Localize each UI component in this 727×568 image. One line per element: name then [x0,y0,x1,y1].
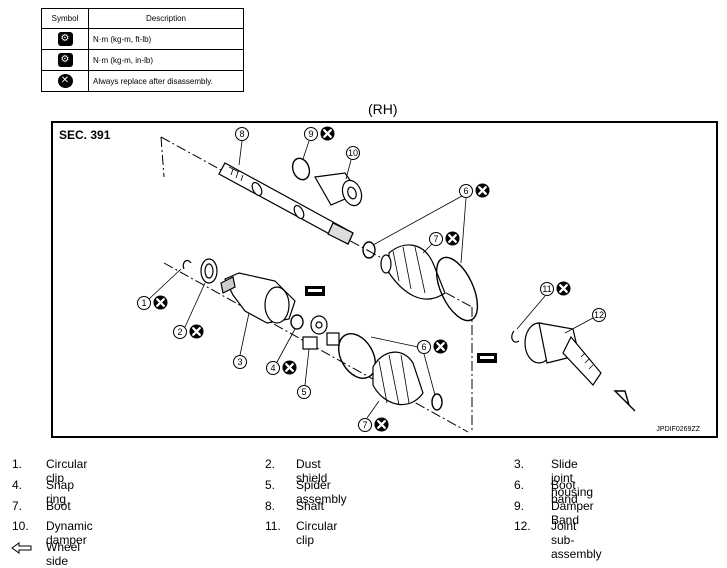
callout-7a: 7 [429,232,443,246]
symbol-desc-1: N·m (kg-m, ft-lb) [88,28,244,50]
callout-7b: 7 [358,418,372,432]
replace-x-icon [556,281,571,296]
svg-text:5: 5 [301,387,306,397]
svg-text:6: 6 [463,186,468,196]
legend-num: 5. [265,478,276,492]
legend-text: Circular clip [46,457,88,485]
svg-text:8: 8 [239,129,244,139]
legend-num: 7. [12,499,23,513]
svg-text:7: 7 [362,420,367,430]
symbol-desc-2: N·m (kg-m, in-lb) [88,49,244,71]
callout-8: 8 [235,127,249,141]
replace-x-icon [153,295,168,310]
slide-joint-housing [220,272,296,324]
svg-text:3: 3 [237,357,242,367]
wheel-side-arrow-icon [11,542,32,554]
wheel-side-label: Wheel side [46,540,81,568]
circular-clip [182,259,192,270]
shaft [218,162,354,245]
legend-num: 12. [514,519,531,533]
svg-text:9: 9 [308,129,313,139]
svg-text:12: 12 [594,310,604,320]
torque-wrench-icon: ⚙ [57,32,73,46]
callout-3: 3 [233,355,247,369]
legend-text: Boot [46,499,71,513]
legend-text: Joint sub-assembly [551,519,602,561]
replace-x-icon: ✕ [57,74,73,88]
svg-text:10: 10 [348,148,358,158]
figure-code: JPDIF0269ZZ [656,426,700,433]
boot-band-lower [337,333,377,379]
replace-x-icon [475,183,490,198]
svg-text:7: 7 [433,234,438,244]
callouts: 8 9 10 6 7 1 2 3 4 5 [137,126,606,432]
svg-text:1: 1 [141,298,146,308]
legend-text: Spider assembly [296,478,347,506]
callout-6a: 6 [459,184,473,198]
drive-shaft-illustration [160,136,636,433]
symbol-table: Symbol Description ⚙ N·m (kg-m, ft-lb) ⚙… [41,8,244,92]
legend-num: 1. [12,457,23,471]
replace-x-icon [282,360,297,375]
boot-band-lower-small [431,393,443,411]
legend-num: 3. [514,457,525,471]
legend-text: Shaft [296,499,325,513]
callout-2: 2 [173,325,187,339]
svg-text:6: 6 [421,342,426,352]
legend-num: 9. [514,499,525,513]
svg-text:2: 2 [177,327,182,337]
dynamic-damper [314,172,363,207]
side-label: (RH) [368,101,398,117]
legend-num: 11. [265,519,281,533]
symbol-header: Symbol [41,8,89,29]
svg-text:4: 4 [270,363,275,373]
circular-clip-11 [511,330,520,343]
callout-12: 12 [592,308,606,322]
legend-text: Dust shield [296,457,328,485]
exploded-diagram: SEC. 391 JPDIF0269ZZ [51,121,718,438]
callout-10: 10 [346,146,360,160]
spider-assembly [302,315,340,350]
legend-num: 2. [265,457,276,471]
replace-x-icon [374,417,389,432]
legend-text: Dynamic damper [46,519,93,547]
legend-text: Circular clip [296,519,338,547]
boot-band-small [362,241,376,259]
description-header: Description [88,8,244,29]
boot-lower [372,351,424,406]
legend-text: Slide joint housing [551,457,594,499]
snap-ring [290,314,304,330]
torque-symbol [305,286,325,296]
boot-upper [380,244,446,300]
callout-5: 5 [297,385,311,399]
legend-num: 10. [12,519,29,533]
replace-x-icon [189,324,204,339]
boot-band-large [435,256,479,322]
symbol-desc-3: Always replace after disassembly. [88,70,244,92]
wheel-direction-arrow [613,390,636,412]
callout-9: 9 [304,127,318,141]
replace-x-icon [445,231,460,246]
damper-band [291,157,311,181]
section-label: SEC. 391 [59,128,111,142]
legend-num: 8. [265,499,276,513]
callout-4: 4 [266,361,280,375]
callout-11: 11 [540,282,554,296]
legend-text: Snap ring [46,478,75,506]
legend-num: 4. [12,478,23,492]
dust-shield [200,258,218,284]
joint-sub-assembly [524,322,602,386]
torque-wrench-small-icon: ⚙ [57,53,73,67]
svg-text:11: 11 [542,284,551,294]
torque-symbol-2 [477,353,497,363]
legend-num: 6. [514,478,525,492]
legend-text: Damper Band [551,499,594,527]
replace-x-icon [320,126,335,141]
legend-text: Boot band [551,478,578,506]
callout-1: 1 [137,296,151,310]
replace-x-icon [433,339,448,354]
callout-6b: 6 [417,340,431,354]
